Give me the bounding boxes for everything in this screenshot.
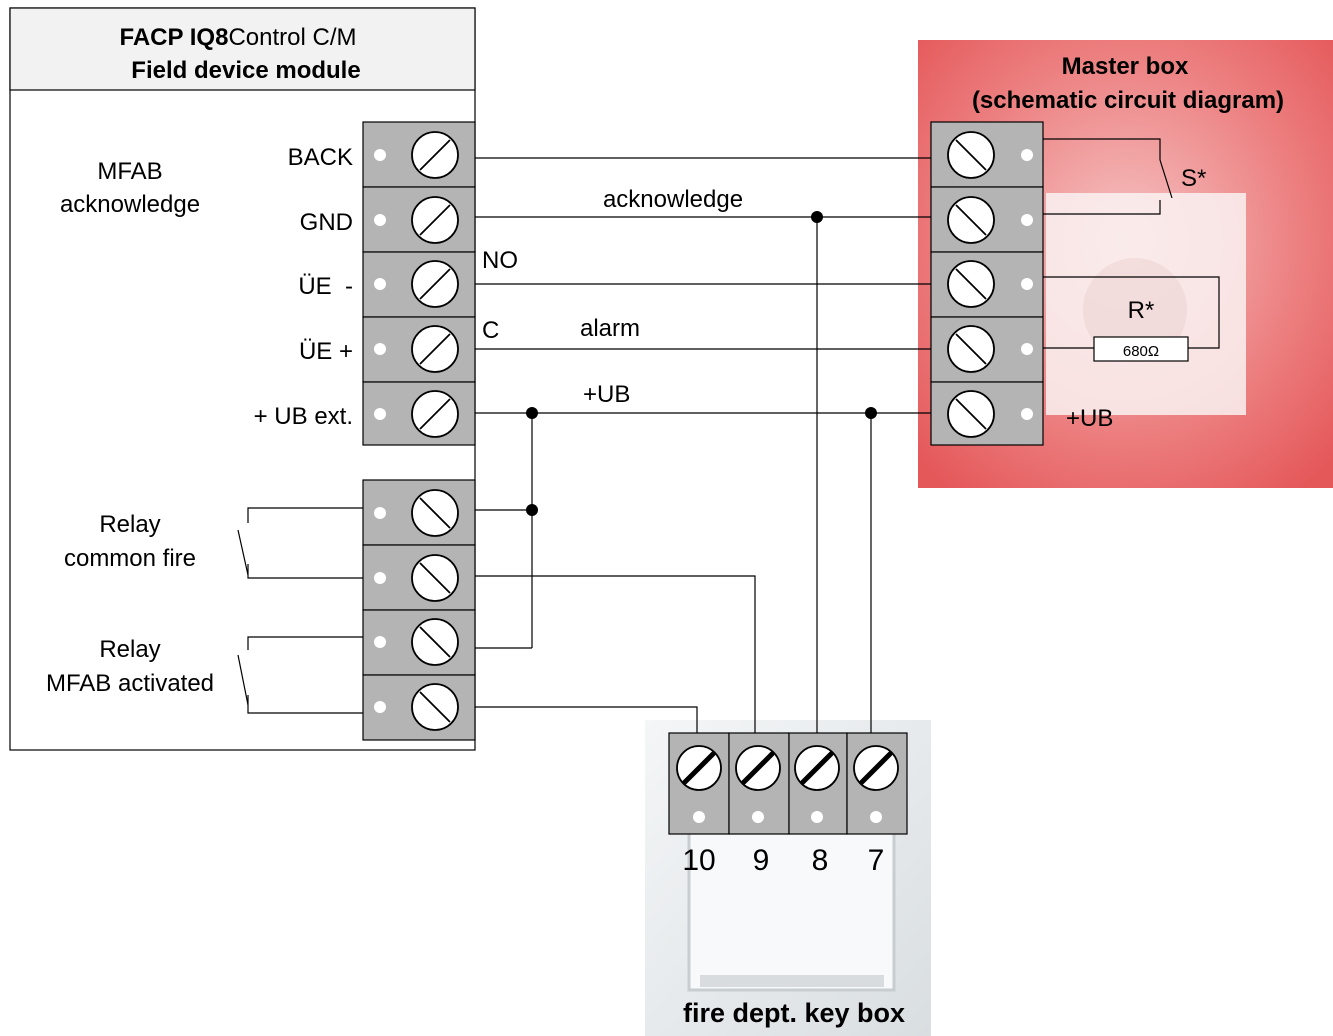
key-box-slot: [700, 975, 884, 987]
screw-icon: [374, 196, 459, 244]
terminal-label-ub-ext: + UB ext.: [254, 403, 353, 430]
screw-icon: [374, 489, 459, 537]
resistor-value: 680Ω: [1123, 343, 1159, 360]
resistor-label: R*: [1128, 297, 1155, 324]
resistor-symbol: [1043, 276, 1220, 362]
wire-to-terminal-10: [475, 706, 698, 733]
module-title: FACP IQ8Control C/M: [120, 24, 357, 51]
key-box-label: fire dept. key box: [683, 998, 905, 1028]
screw-icon: [374, 390, 459, 438]
mfab-label: MFAB: [97, 158, 162, 185]
key-terminal-label-7: 7: [868, 844, 885, 877]
module-subtitle: Field device module: [131, 57, 360, 84]
relay1-label-line1: Relay: [99, 511, 160, 538]
relay-contact-common-fire: [237, 507, 363, 579]
screw-icon: [947, 131, 1033, 179]
wire-label-acknowledge: acknowledge: [603, 186, 743, 213]
module-terminal-strip-lower: [362, 479, 476, 741]
screw-icon: [374, 325, 459, 373]
relay2-label-line2: MFAB activated: [46, 670, 214, 697]
screw-icon: [374, 131, 459, 179]
screw-icon: [374, 260, 459, 308]
acknowledge-label: acknowledge: [60, 191, 200, 218]
screw-icon: [947, 390, 1033, 438]
screw-icon: [947, 260, 1033, 308]
relay2-label-line1: Relay: [99, 636, 160, 663]
wire-label-no: NO: [482, 247, 518, 274]
terminal-label-back: BACK: [288, 144, 353, 171]
master-box-subtitle: (schematic circuit diagram): [972, 87, 1284, 114]
master-box-button: [1083, 258, 1187, 362]
key-terminal-label-8: 8: [812, 844, 829, 877]
relay-contact-mfab-activated: [237, 636, 363, 714]
switch-symbol: [1043, 138, 1173, 215]
screw-icon: [374, 618, 459, 666]
wire-to-terminal-9: [475, 575, 756, 733]
screw-icon: [947, 196, 1033, 244]
wiring: [475, 157, 931, 733]
junction-dot: [865, 407, 877, 419]
key-box-terminal-strip: [668, 732, 908, 835]
key-terminal-label-9: 9: [753, 844, 770, 877]
junction-dot: [526, 407, 538, 419]
key-terminal-label-10: 10: [682, 844, 715, 877]
terminal-label-gnd: GND: [300, 209, 353, 236]
wire-label-ub: +UB: [583, 381, 630, 408]
key-box-window: [687, 830, 896, 992]
screw-icon: [947, 325, 1033, 373]
switch-label: S*: [1181, 165, 1206, 192]
module-header: [9, 7, 476, 91]
junction-dot: [811, 211, 823, 223]
screw-icon: [374, 683, 459, 731]
junction-dot: [526, 504, 538, 516]
screw-icon: [676, 745, 722, 823]
module-title-bold: FACP IQ8: [120, 24, 229, 51]
screw-icon: [735, 745, 781, 823]
terminal-label-ue-minus: ÜE -: [298, 273, 353, 300]
master-box-terminal-strip: [930, 121, 1044, 446]
wire-label-alarm: alarm: [580, 315, 640, 342]
terminal-label-ue-plus: ÜE +: [299, 338, 353, 365]
module-terminal-strip-upper: [362, 121, 476, 446]
relay1-label-line2: common fire: [64, 545, 196, 572]
master-ub-label: +UB: [1066, 405, 1113, 432]
module-title-regular: Control C/M: [228, 24, 356, 51]
screw-icon: [794, 745, 840, 823]
wire-label-c: C: [482, 317, 499, 344]
screw-icon: [853, 745, 899, 823]
master-box-title: Master box: [1062, 53, 1189, 80]
screw-icon: [374, 554, 459, 602]
